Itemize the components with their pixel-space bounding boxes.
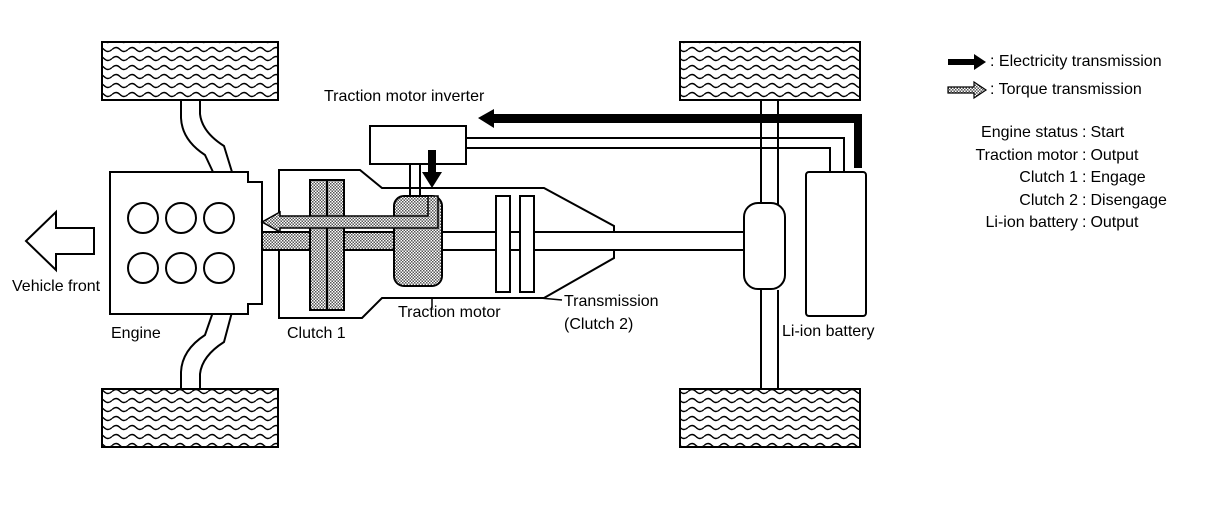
status-table: Engine status:Start Traction motor:Outpu… [940, 122, 1167, 235]
clutch1-plate-b [326, 179, 345, 311]
status-key: Traction motor [975, 146, 1078, 164]
clutch1-label: Clutch 1 [287, 325, 346, 342]
status-row: Clutch 1:Engage [940, 167, 1167, 190]
rear-right-wheel [679, 388, 861, 448]
inverter-box [369, 125, 467, 165]
status-key: Li-ion battery [985, 214, 1079, 231]
torque-arrow-icon [947, 80, 988, 100]
legend-torque: : Torque transmission [946, 76, 1162, 104]
status-row: Engine status:Start [940, 122, 1167, 145]
status-key: Clutch 2 [1019, 191, 1078, 209]
clutch2-label: (Clutch 2) [564, 316, 634, 333]
front-right-wheel [101, 388, 279, 448]
status-value: Start [1090, 124, 1125, 141]
status-separator: : [1082, 191, 1087, 209]
clutch2-plate-b [519, 195, 535, 293]
status-row: Clutch 2:Disengage [940, 190, 1167, 213]
leader-lines [431, 297, 563, 308]
traction-motor-label: Traction motor [398, 304, 501, 321]
status-separator: : [1082, 169, 1087, 186]
clutch2-plate-a [495, 195, 511, 293]
status-separator: : [1082, 214, 1087, 231]
differential [743, 202, 786, 290]
status-row: Li-ion battery:Output [940, 212, 1167, 235]
inverter-motor-cable [409, 164, 421, 196]
status-value: Output [1090, 146, 1139, 164]
legend: : Electricity transmission : Torque tran… [946, 48, 1162, 104]
front-left-wheel [101, 41, 279, 101]
status-value: Output [1090, 214, 1139, 231]
vehicle-front-arrow [24, 209, 95, 273]
torque-arrow-motor-to-engine [260, 195, 439, 234]
transmission-label: Transmission [564, 293, 659, 310]
electricity-arrow-battery-to-inverter [478, 109, 862, 168]
rear-left-wheel [679, 41, 861, 101]
vehicle-front-label: Vehicle front [12, 278, 101, 295]
electricity-arrow-icon [948, 54, 986, 70]
status-row: Traction motor:Output [940, 145, 1167, 168]
battery-label: Li-ion battery [782, 323, 875, 340]
legend-torque-label: : Torque transmission [990, 81, 1142, 98]
battery-box [805, 171, 867, 317]
status-key: Clutch 1 [1019, 169, 1078, 186]
front-suspension [180, 100, 233, 392]
status-separator: : [1082, 146, 1087, 164]
clutch1-plate-a [309, 179, 328, 311]
battery-inverter-cable [466, 137, 845, 172]
status-separator: : [1082, 124, 1087, 141]
engine-cylinders [127, 202, 235, 284]
inverter-label: Traction motor inverter [324, 88, 485, 105]
engine-label: Engine [111, 325, 161, 342]
status-key: Engine status [981, 124, 1078, 141]
status-value: Engage [1090, 169, 1146, 186]
legend-electricity: : Electricity transmission [946, 48, 1162, 76]
status-value: Disengage [1090, 191, 1167, 209]
electricity-arrow-inverter-to-motor [422, 150, 442, 188]
legend-electricity-label: : Electricity transmission [990, 53, 1162, 70]
engine-block [109, 171, 263, 315]
